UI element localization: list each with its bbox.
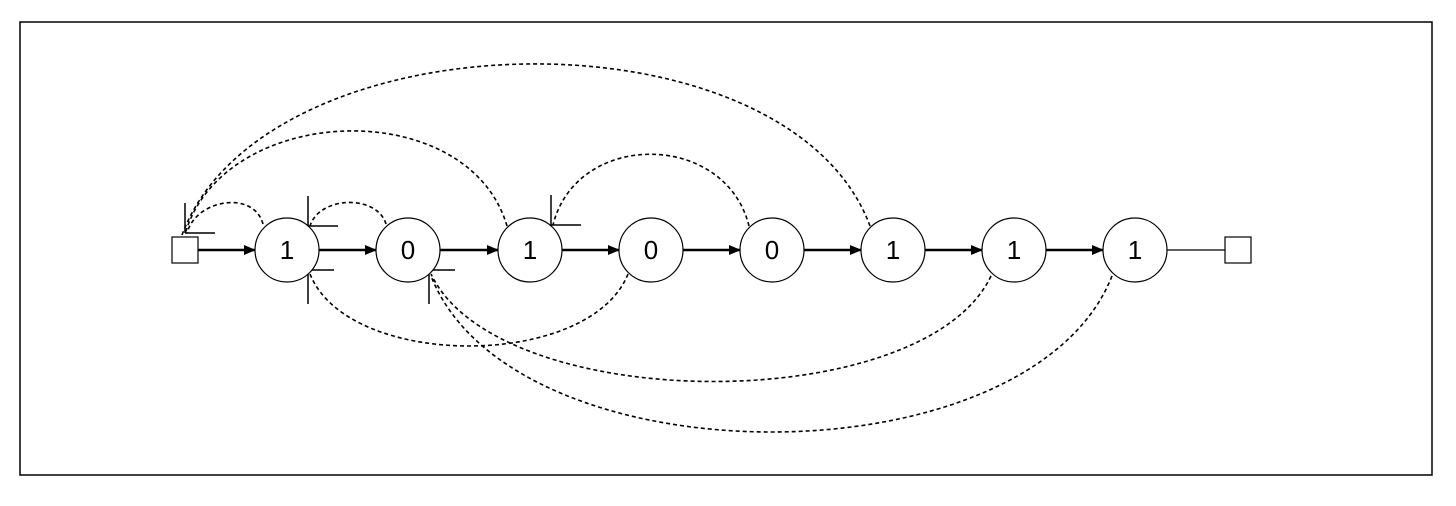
failure-link-n1-start [186,201,264,234]
node-n1: 1 [254,217,320,283]
failure-link-n6-start [181,63,871,236]
link-tick-start-above [184,203,215,234]
node-label: 1 [523,235,537,265]
node-start [171,236,199,264]
diagram-frame [19,21,1433,476]
node-n7: 1 [981,217,1047,283]
node-circle [981,217,1047,283]
node-label: 1 [1007,235,1021,265]
node-end [1224,236,1252,264]
node-circle [739,217,805,283]
node-label: 1 [280,235,294,265]
nodes: 1 0 1 0 0 1 1 1 [171,217,1252,283]
node-circle [254,217,320,283]
node-label: 1 [1128,235,1142,265]
node-label: 0 [401,235,415,265]
node-n3: 1 [497,217,563,283]
node-circle [497,217,563,283]
failure-link-n5-n3 [552,153,750,227]
node-n2: 0 [375,217,441,283]
node-n4: 0 [618,217,684,283]
failure-link-n3-start [184,130,508,235]
failure-links [181,63,1113,433]
link-tick-n3-above [550,195,581,226]
node-label: 1 [886,235,900,265]
node-label: 0 [765,235,779,265]
node-circle [375,217,441,283]
node-label: 0 [644,235,658,265]
node-n8: 1 [1102,217,1168,283]
link-tick-n1-above [307,196,338,227]
node-circle [618,217,684,283]
end-square [1224,236,1252,264]
node-circle [1102,217,1168,283]
failure-link-n2-n1 [309,201,387,227]
failure-link-n4-n1 [309,273,629,347]
failure-link-n8-n2 [430,275,1113,433]
node-n5: 0 [739,217,805,283]
node-n6: 1 [860,217,926,283]
node-circle [860,217,926,283]
failure-link-n7-n2 [430,273,992,383]
start-square [171,236,199,264]
